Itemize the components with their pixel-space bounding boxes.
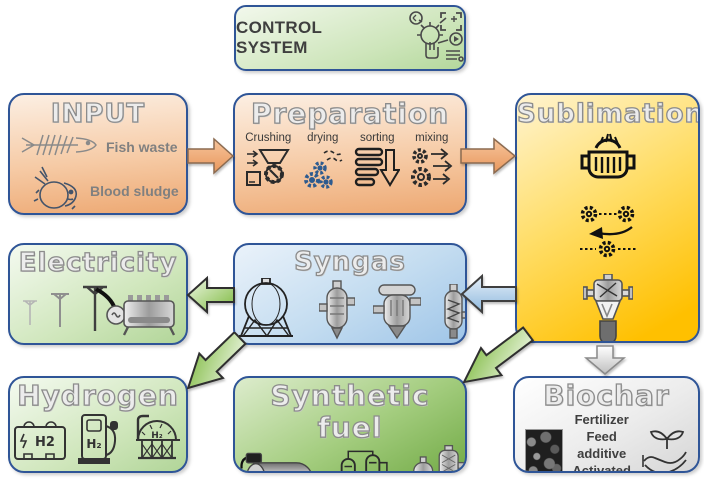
sublimation-icons xyxy=(517,132,698,341)
refinery-vessels-icon xyxy=(413,445,465,471)
blood-sludge-label: Blood sludge xyxy=(90,183,179,200)
preparation-box: Preparation Crushing drying xyxy=(233,93,467,215)
fish-icon xyxy=(30,165,82,213)
preparation-title: Preparation xyxy=(250,97,450,131)
sphere-tank-icon xyxy=(235,276,301,343)
biochar-use-activated-carbon: Activated carbon xyxy=(572,462,631,473)
sublimation-title: Sublimation xyxy=(517,98,700,129)
fish-waste-label: Fish waste xyxy=(106,139,178,156)
gas-to-liquid-icon xyxy=(340,450,388,471)
fish-waste-row: Fish waste xyxy=(10,130,186,165)
arrow-syngas-to-electricity xyxy=(186,275,235,315)
separator-icon xyxy=(581,273,634,341)
arrow-sublimation-to-synthetic-fuel xyxy=(462,326,535,384)
arrow-sublimation-to-syngas xyxy=(460,273,517,315)
hand-plant-icon xyxy=(640,427,688,471)
biochar-use-fertilizer: Fertilizer xyxy=(574,412,629,428)
syngas-box: Syngas xyxy=(233,243,467,345)
hydrogen-pump-icon: H₂ xyxy=(78,414,118,465)
control-system-label: CONTROL SYSTEM xyxy=(236,18,322,57)
electricity-title: Electricity xyxy=(18,247,178,278)
preparation-steps: Crushing drying xyxy=(235,130,465,195)
mixing-label: mixing xyxy=(415,132,449,145)
mixing-gears-icon xyxy=(409,146,455,195)
column-vessel-icon xyxy=(439,283,465,343)
biochar-title: Biochar xyxy=(543,379,670,413)
synthetic-fuel-box: Synthetic fuel xyxy=(233,376,467,473)
biochar-use-feed-additive: Feed additive xyxy=(577,429,627,461)
hydrogen-storage-icon: H₂ xyxy=(136,414,180,460)
blood-sludge-row: Blood sludge xyxy=(10,165,186,213)
furnace-icon xyxy=(575,132,641,195)
syngas-icons xyxy=(235,276,465,343)
electricity-icons xyxy=(10,279,186,337)
crusher-icon xyxy=(245,146,291,195)
hydrogen-icons: H2 H₂ H₂ xyxy=(10,412,186,465)
arrow-preparation-to-sublimation xyxy=(460,137,517,175)
step-crushing: Crushing xyxy=(241,132,296,195)
synthetic-fuel-icons xyxy=(235,444,465,471)
electricity-box: Electricity xyxy=(8,243,188,345)
control-panel-icon xyxy=(406,9,464,68)
sorting-label: sorting xyxy=(359,132,395,145)
reactor-vessel-icon xyxy=(372,282,422,343)
fuel-tank-icon xyxy=(240,453,311,471)
svg-text:H₂: H₂ xyxy=(151,431,163,441)
biochar-box: Biochar Fertilizer Feed additive Activat… xyxy=(513,376,700,473)
input-title: INPUT xyxy=(50,98,146,129)
crushing-label: Crushing xyxy=(245,132,292,145)
process-gears-icon xyxy=(576,205,640,264)
svg-text:H2: H2 xyxy=(35,435,55,450)
svg-text:H₂: H₂ xyxy=(86,437,101,451)
fish-skeleton-icon xyxy=(20,130,98,165)
syngas-title: Syngas xyxy=(293,246,406,277)
sorting-icon xyxy=(354,146,402,195)
biochar-photo xyxy=(525,429,564,471)
step-sorting: sorting xyxy=(350,132,405,195)
fuel-cell-icon: H2 xyxy=(14,421,66,461)
step-mixing: mixing xyxy=(405,132,460,195)
drying-gears-icon xyxy=(302,146,344,195)
arrow-input-to-preparation xyxy=(187,137,235,175)
biochar-uses: Fertilizer Feed additive Activated carbo… xyxy=(563,412,640,473)
synthetic-fuel-title: Synthetic fuel xyxy=(270,379,430,445)
power-grid-generator-icon xyxy=(23,285,176,336)
drying-label: drying xyxy=(307,132,339,145)
arrow-syngas-to-hydrogen xyxy=(186,332,247,390)
sublimation-box: Sublimation xyxy=(515,93,700,343)
arrow-sublimation-to-biochar xyxy=(583,345,627,375)
step-drying: drying xyxy=(296,132,351,195)
biochar-content: Fertilizer Feed additive Activated carbo… xyxy=(515,412,698,473)
hydrogen-box: Hydrogen H2 H₂ H₂ xyxy=(8,376,188,473)
input-box: INPUT Fish waste xyxy=(8,93,188,215)
hydrogen-title: Hydrogen xyxy=(16,379,179,413)
scrubber-vessel-icon xyxy=(318,280,356,343)
control-system-box: CONTROL SYSTEM xyxy=(234,5,466,71)
